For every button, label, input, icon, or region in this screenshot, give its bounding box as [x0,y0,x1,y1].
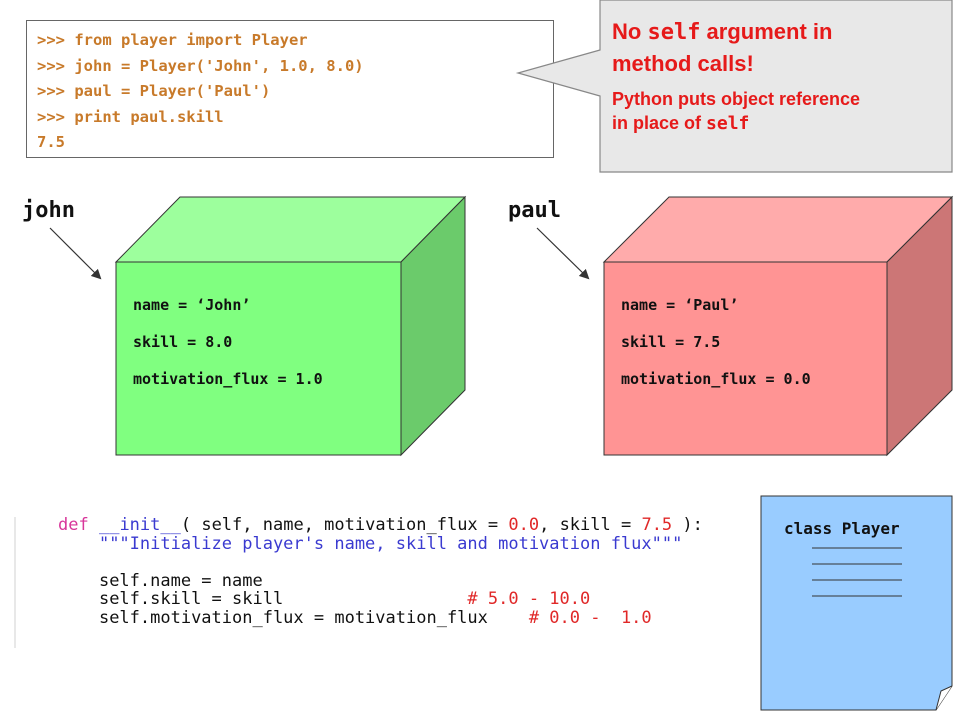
code-docstring: """Initialize player's name, skill and m… [98,533,683,554]
init-method-code: def __init__( self, name, motivation_flu… [58,516,703,627]
class-player-title: class Player [784,519,900,538]
paul-variable-label: paul [508,198,561,223]
paul-object-box [602,195,954,457]
john-object-box [114,195,467,457]
class-player-document [760,495,953,711]
paul-attr-skill: skill = 7.5 [621,333,721,351]
john-attr-motivation: motivation_flux = 1.0 [133,370,323,388]
paul-attr-motivation: motivation_flux = 0.0 [621,370,811,388]
code-line-def: def __init__( self, name, motivation_flu… [58,516,703,535]
console-line: >>> john = Player('John', 1.0, 8.0) [37,56,364,75]
john-attr-skill: skill = 8.0 [133,333,233,351]
john-variable-label: john [22,198,75,223]
python-console: >>> from player import Player >>> john =… [26,20,554,158]
code-text: ( self, name, motivation_flux = [180,515,509,535]
document-folded-corner [935,685,953,711]
callout-text: No [612,19,648,44]
code-line-name: self.name = name [58,570,703,591]
code-number: 7.5 [641,515,673,535]
callout-text: Python puts object reference [612,89,861,109]
callout-note: No self argument in method calls! Python… [600,0,952,172]
code-line-motivation: self.motivation_flux = motivation_flux #… [58,607,703,628]
code-keyword: def [58,515,89,535]
code-line-docstring: """Initialize player's name, skill and m… [58,533,703,554]
code-text: ): [672,515,703,535]
paul-attr-name: name = ‘Paul’ [621,296,739,314]
code-comment: # 5.0 - 10.0 [467,589,591,609]
paul-reference-arrow [536,227,590,280]
code-text: , skill = [539,515,642,535]
code-number: 0.0 [508,515,540,535]
code-line-blank [58,553,703,572]
john-box-front [115,261,402,456]
john-reference-arrow [49,227,102,280]
console-line: >>> from player import Player [37,31,308,49]
callout-text: in place of [612,113,707,133]
callout-heading-line2: method calls! [612,51,754,76]
callout-bubble [515,0,953,173]
callout-explanation: Python puts object reference in place of… [612,87,942,136]
callout-code-self: self [647,20,701,45]
console-line: >>> print paul.skill [37,107,224,126]
code-line-skill: self.skill = skill # 5.0 - 10.0 [58,590,703,609]
john-attr-name: name = ‘John’ [133,296,251,314]
code-text: self.motivation_flux = motivation_flux [98,607,529,628]
console-output: 7.5 [37,133,65,151]
console-line: >>> paul = Player('Paul') [37,82,271,100]
callout-text: argument in [700,19,833,44]
paul-box-front [603,261,888,456]
code-function-name: __init__ [98,515,181,535]
code-text: self.name = name [98,570,263,591]
callout-code-self: self [706,113,750,134]
code-comment: # 0.0 - 1.0 [528,607,652,628]
code-text: self.skill = skill [98,589,468,609]
callout-heading-line1: No self argument in [612,16,942,48]
